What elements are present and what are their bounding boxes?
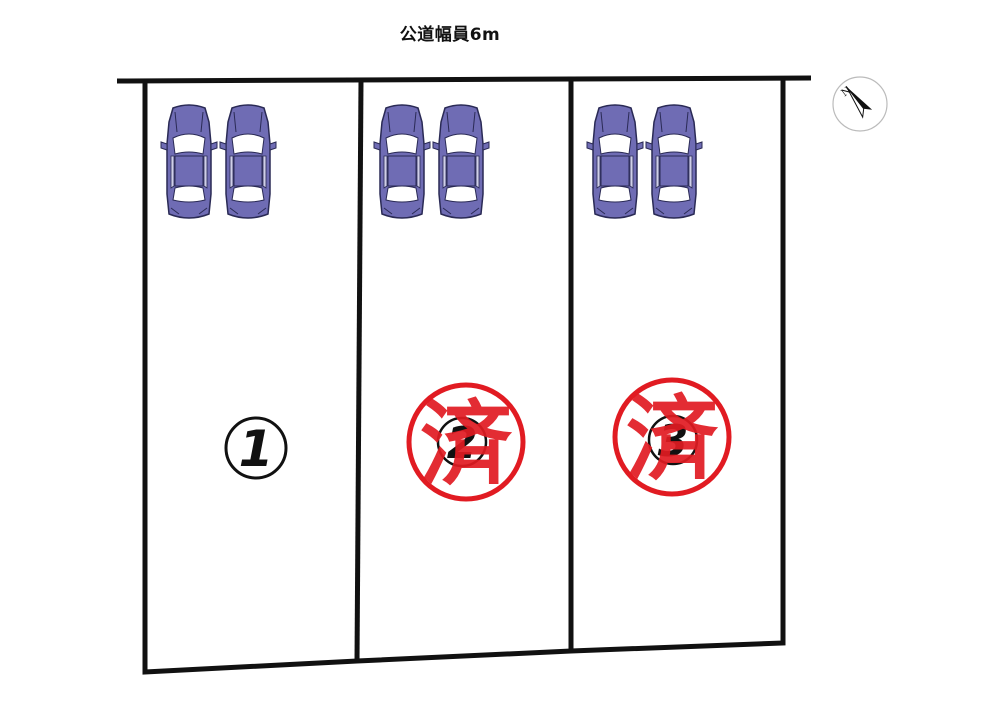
lot-number: 2: [447, 418, 478, 469]
north-compass: N: [832, 76, 888, 132]
sold-label: 済: [626, 386, 719, 493]
lot-divider-1-2: [354, 80, 364, 662]
car-icon: [160, 104, 218, 219]
lot-1: 1: [160, 104, 288, 480]
car-icon: [219, 104, 277, 219]
north-arrow-icon: [846, 86, 873, 119]
parking-cars-lot-1: [160, 104, 277, 219]
car-icon: [645, 104, 703, 219]
lot-number-badge-3: 3: [647, 414, 699, 467]
lots-outer-boundary: [142, 78, 786, 675]
lot-number-circle: [436, 416, 488, 468]
car-icon: [432, 104, 490, 219]
road-boundary-line: [116, 75, 812, 84]
parking-cars-lot-2: [373, 104, 490, 219]
sold-stamp-lot-3: 済: [612, 377, 732, 497]
lot-number-circle: [647, 414, 699, 466]
lot-number-circle: [224, 416, 288, 480]
car-icon: [373, 104, 431, 219]
car-icon: [586, 104, 644, 219]
lot-number: 1: [239, 420, 274, 478]
lot-number-badge-2: 2: [436, 416, 488, 469]
lot-3: 3 済: [586, 104, 732, 497]
lot-number: 3: [658, 416, 689, 467]
sold-stamp-circle: [612, 377, 732, 497]
sold-stamp-lot-2: 済: [406, 382, 526, 502]
parking-cars-lot-3: [586, 104, 703, 219]
sold-stamp-circle: [406, 382, 526, 502]
lot-number-badge-1: 1: [224, 416, 288, 480]
road-width-label: 公道幅員6m: [399, 25, 501, 45]
lot-2: 2 済: [373, 104, 526, 502]
sold-label: 済: [420, 391, 513, 498]
